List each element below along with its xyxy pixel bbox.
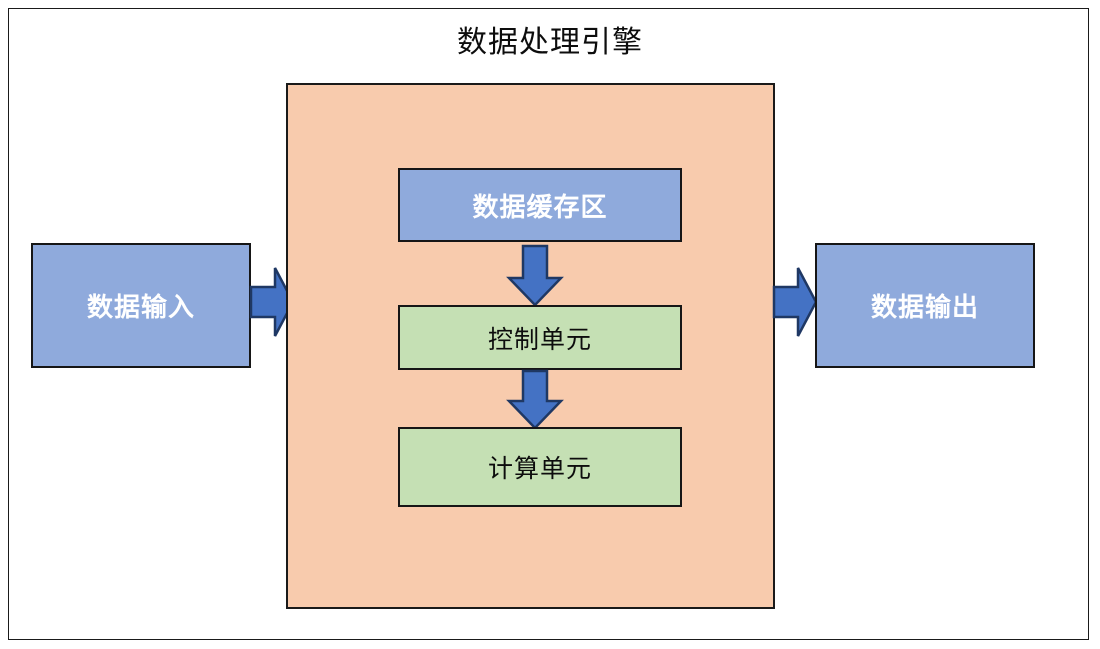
node-control-unit[interactable]: 控制单元 xyxy=(398,305,682,370)
node-data-input-label: 数据输入 xyxy=(86,292,195,322)
node-data-input[interactable]: 数据输入 xyxy=(31,243,251,368)
diagram-outer-frame xyxy=(8,8,1089,640)
arrow-cache-to-control-icon xyxy=(506,244,564,307)
page-title: 数据处理引擎 xyxy=(457,26,643,59)
arrow-engine-to-output-icon xyxy=(772,265,818,339)
node-compute-unit[interactable]: 计算单元 xyxy=(398,427,682,507)
node-data-output-label: 数据输出 xyxy=(870,292,979,322)
arrow-control-to-compute-icon xyxy=(506,369,564,430)
node-control-unit-label: 控制单元 xyxy=(487,325,592,354)
node-data-cache[interactable]: 数据缓存区 xyxy=(398,168,682,242)
arrow-input-to-engine-icon xyxy=(249,265,295,339)
node-compute-unit-label: 计算单元 xyxy=(487,455,592,483)
node-data-cache-label: 数据缓存区 xyxy=(472,191,608,222)
engine-container: 数据缓存区 控制单元 计算单元 xyxy=(286,83,775,609)
node-data-output[interactable]: 数据输出 xyxy=(815,243,1035,368)
